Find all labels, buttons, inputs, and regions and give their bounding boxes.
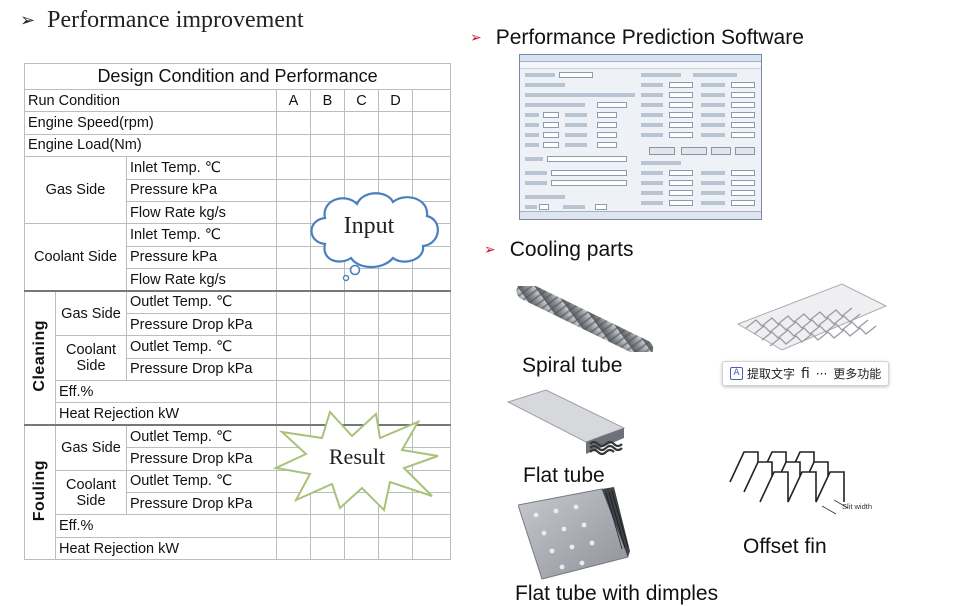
software-status-bar [520, 211, 761, 219]
fouling-gas-side-label: Gas Side [55, 424, 127, 471]
corrugated-fin-image [736, 283, 888, 351]
arrow-bullet-icon: ➢ [484, 242, 496, 258]
offset-fin-label: Offset fin [743, 535, 827, 558]
slit-width-label: Slit width [842, 502, 873, 511]
table-title: Design Condition and Performance [23, 63, 452, 90]
row-label: Outlet Temp. ℃ [126, 469, 277, 494]
left-heading: ➢ Performance improvement [20, 7, 304, 34]
software-form [523, 71, 758, 215]
row-label: Pressure Drop kPa [126, 492, 277, 516]
cleaning-gas-side-label: Gas Side [55, 290, 127, 337]
row-label: Outlet Temp. ℃ [126, 424, 277, 449]
row-label: Flow Rate kg/s [126, 200, 277, 225]
software-heading-text: Performance Prediction Software [495, 26, 804, 49]
cooling-heading: ➢ Cooling parts [484, 238, 633, 262]
software-heading: ➢ Performance Prediction Software [470, 26, 804, 50]
left-heading-text: Performance improvement [47, 7, 304, 33]
design-condition-table: Design Condition and Performance Run Con… [23, 63, 452, 562]
engine-load-label: Engine Load(Nm) [24, 133, 277, 158]
dimpled-tube-image [518, 487, 630, 580]
run-condition-label: Run Condition [24, 88, 277, 113]
row-label: Outlet Temp. ℃ [126, 335, 277, 359]
row-label: Inlet Temp. ℃ [126, 223, 277, 247]
more-features-button[interactable]: 更多功能 [833, 367, 882, 381]
extract-text-button[interactable]: 提取文字 [747, 367, 796, 381]
row-label: Pressure kPa [126, 178, 277, 202]
result-label: Result [328, 444, 386, 469]
dimpled-tube-label: Flat tube with dimples [515, 582, 719, 605]
spiral-tube-label: Spiral tube [522, 354, 623, 377]
cooling-heading-text: Cooling parts [509, 238, 634, 261]
engine-speed-label: Engine Speed(rpm) [24, 111, 277, 135]
cleaning-eff-label: Eff.% [55, 380, 277, 404]
column-b: B [310, 88, 345, 113]
cleaning-heat-rejection-label: Heat Rejection kW [55, 402, 277, 426]
cleaning-label: Cleaning [24, 290, 56, 426]
offset-fin-image [729, 451, 849, 515]
row-label: Outlet Temp. ℃ [126, 289, 277, 314]
spiral-tube-image [516, 286, 654, 352]
column-c: C [344, 88, 379, 113]
arrow-bullet-icon: ➢ [470, 30, 482, 46]
software-menu-bar [520, 62, 761, 69]
software-title-bar [520, 55, 761, 62]
flat-tube-label: Flat tube [523, 464, 605, 487]
arrow-bullet-icon: ➢ [20, 10, 36, 31]
input-coolant-side-label: Coolant Side [24, 223, 127, 292]
row-label: Pressure Drop kPa [126, 312, 277, 337]
column-d: D [378, 88, 413, 113]
fouling-heat-rejection-label: Heat Rejection kW [55, 536, 277, 561]
input-gas-side-label: Gas Side [24, 156, 127, 225]
fouling-eff-label: Eff.% [55, 514, 277, 538]
result-burst-shape [272, 410, 439, 513]
more-icon[interactable]: ··· [815, 366, 828, 381]
text-extract-icon: A [730, 367, 743, 380]
text-extract-popup[interactable]: A 提取文字 fi ··· 更多功能 [722, 361, 889, 386]
column-a: A [276, 88, 311, 113]
row-label: Pressure Drop kPa [126, 357, 277, 382]
input-cloud-shape [310, 192, 439, 282]
row-label: Pressure kPa [126, 245, 277, 270]
flat-tube-image [506, 389, 626, 456]
row-label: Flow Rate kg/s [126, 268, 277, 292]
fouling-label: Fouling [24, 424, 56, 561]
row-label: Inlet Temp. ℃ [126, 156, 277, 180]
partial-label: fi [801, 365, 810, 382]
input-label: Input [343, 213, 395, 239]
software-screenshot [519, 54, 762, 220]
row-label: Pressure Drop kPa [126, 447, 277, 471]
